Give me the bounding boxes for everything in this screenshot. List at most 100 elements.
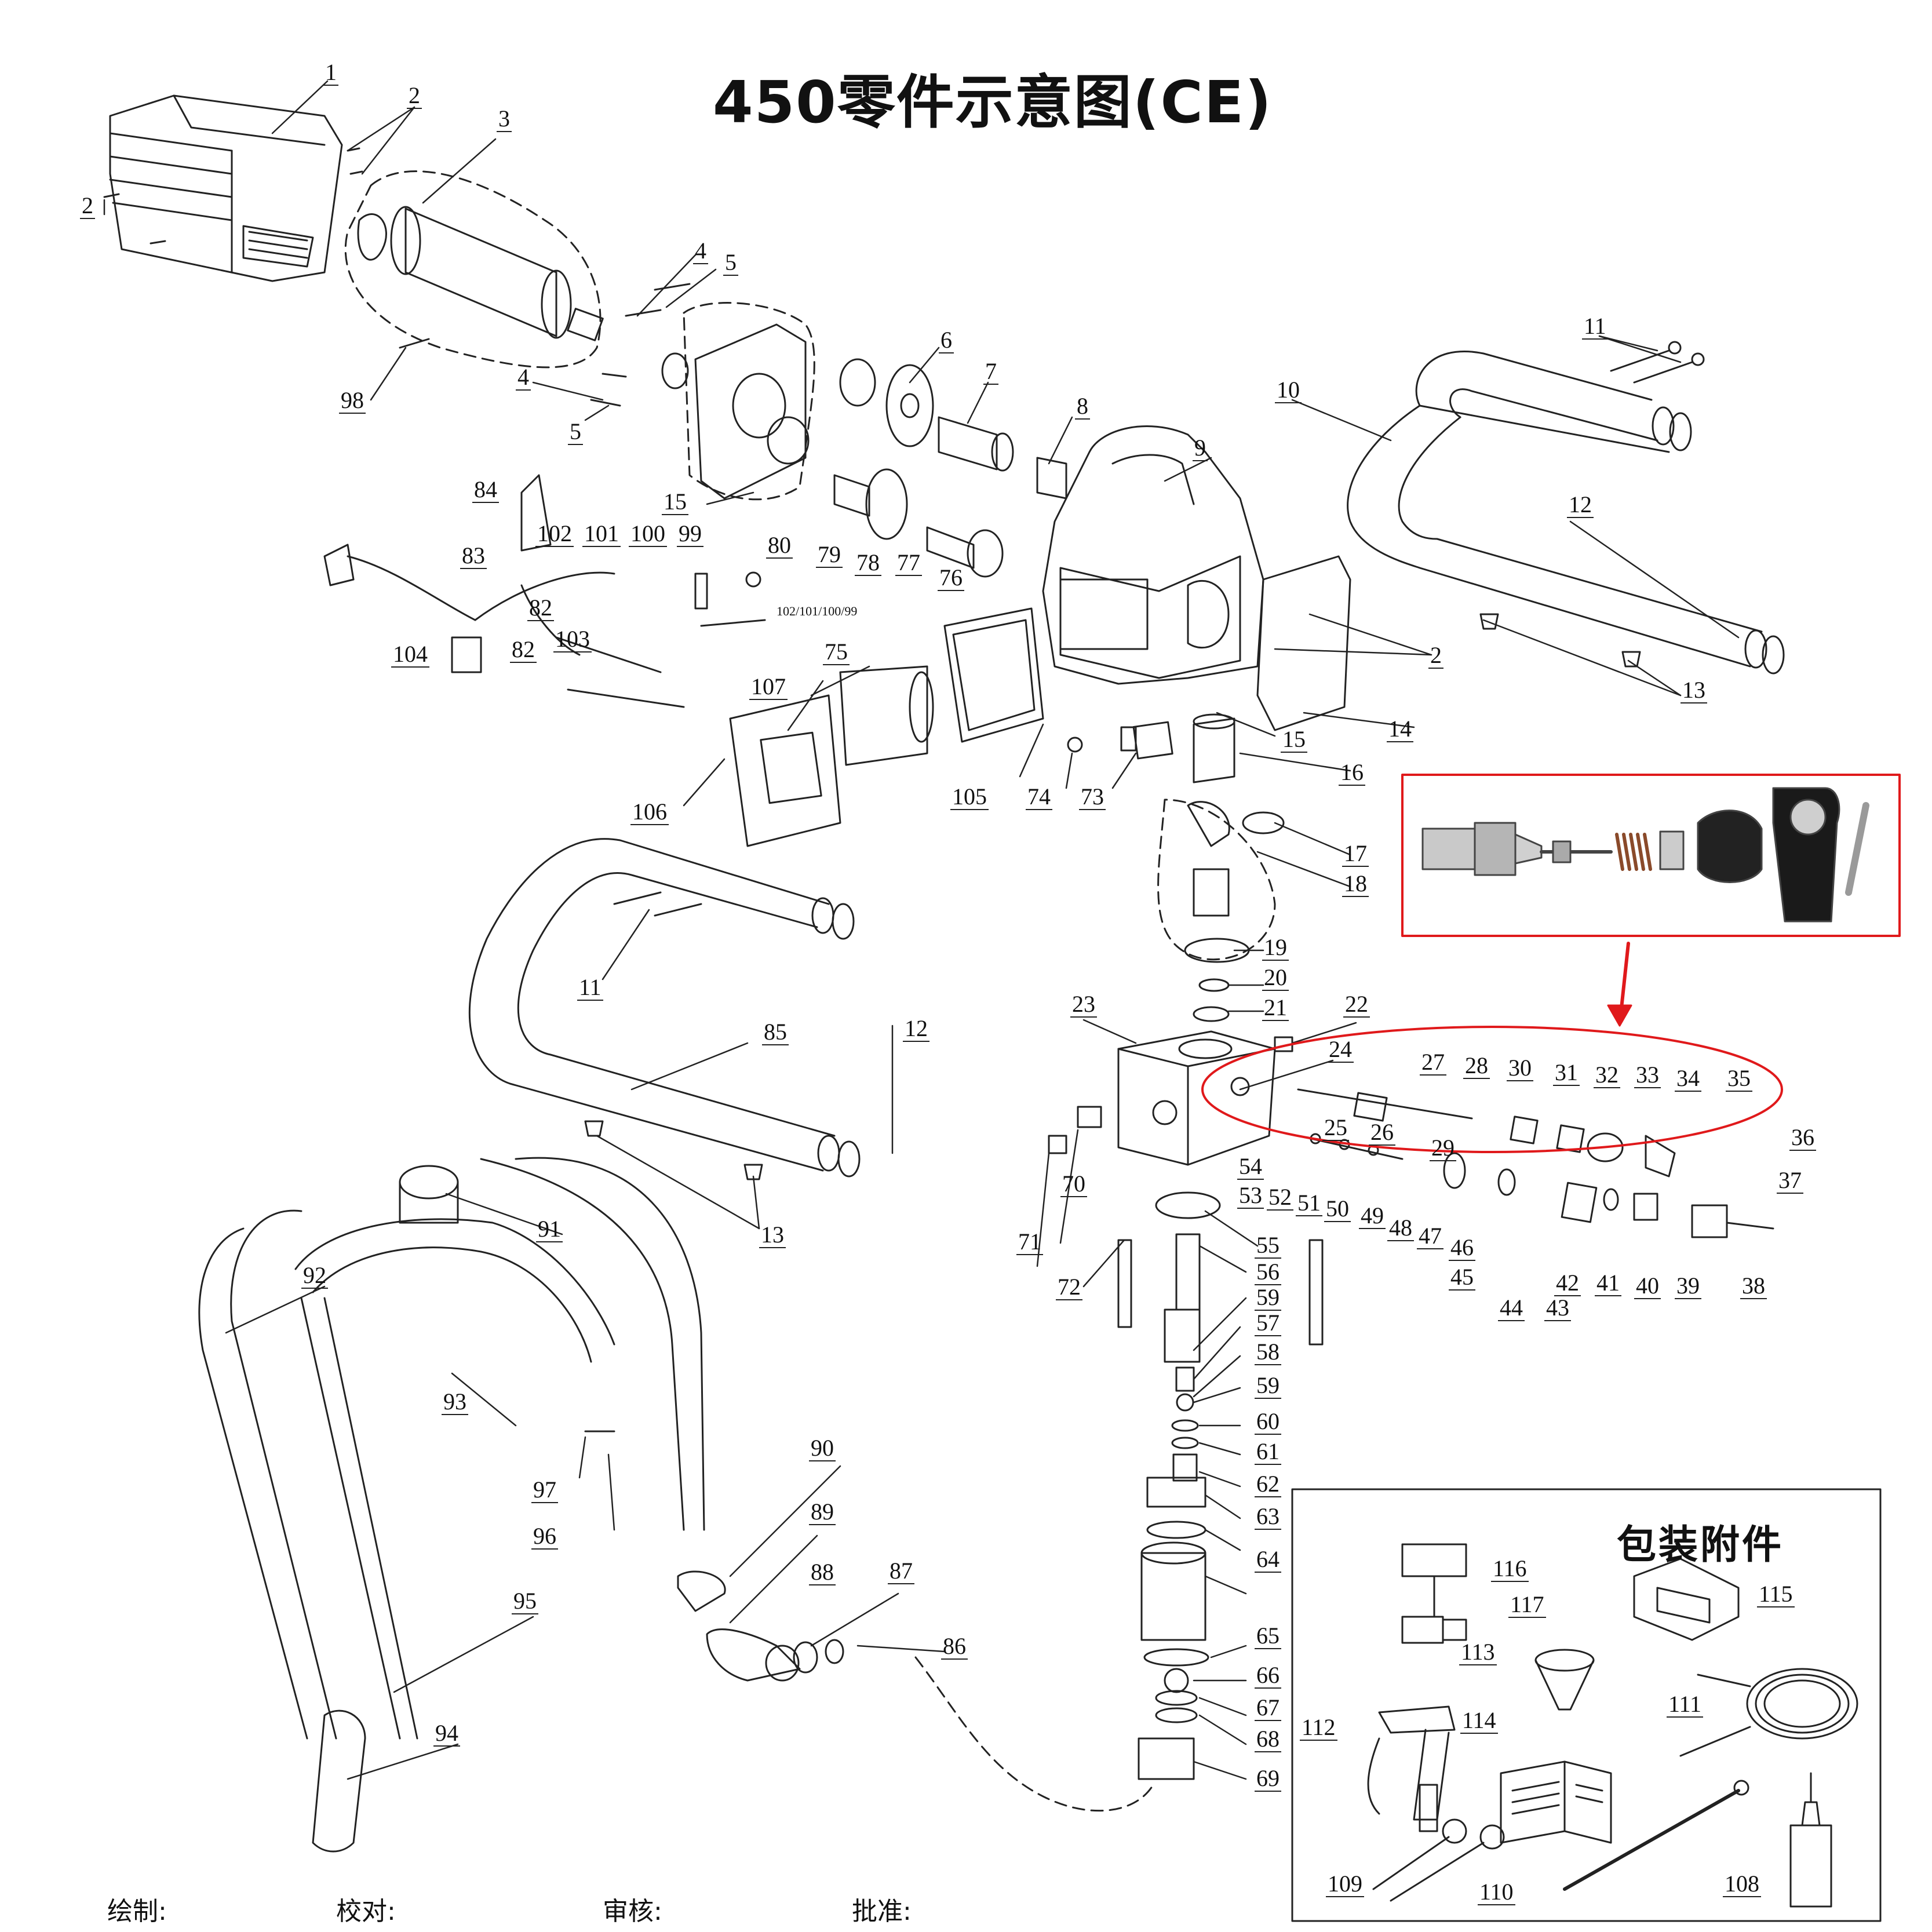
part-callout: 47 [1417, 1224, 1443, 1249]
part-callout: 39 [1675, 1274, 1701, 1299]
part-callout: 59 [1255, 1373, 1281, 1399]
part-callout: 90 [809, 1436, 836, 1461]
part-callout: 51 [1296, 1191, 1322, 1216]
part-callout: 60 [1255, 1409, 1281, 1435]
accessories-title: 包装附件 [1617, 1522, 1784, 1568]
part-callout: 100 [629, 522, 667, 547]
part-callout: 36 [1789, 1125, 1816, 1151]
part-callout: 114 [1460, 1708, 1498, 1734]
part-callout: 35 [1726, 1066, 1752, 1092]
part-callout: 18 [1342, 872, 1369, 897]
drawn-by-label: 绘制: [107, 1897, 167, 1926]
part-callout: 1 [323, 60, 338, 86]
suction-hose-parts [480, 1157, 1154, 1812]
part-callout: 40 [1634, 1274, 1661, 1299]
part-callout: 83 [460, 544, 487, 569]
part-callout: 53 [1237, 1183, 1264, 1209]
part-callout: 62 [1255, 1472, 1281, 1497]
part-callout: 55 [1255, 1233, 1281, 1259]
part-callout: 63 [1255, 1504, 1281, 1530]
part-callout: 72 [1056, 1275, 1082, 1300]
part-callout: 97 [531, 1478, 558, 1503]
part-callout: 61 [1255, 1439, 1281, 1465]
part-callout: 73 [1079, 785, 1106, 810]
part-callout: 4 [516, 365, 531, 391]
part-callout: 110 [1478, 1880, 1515, 1905]
part-callout: 58 [1255, 1340, 1281, 1365]
part-callout: 11 [577, 975, 603, 1001]
part-callout: 48 [1387, 1216, 1414, 1241]
part-callout: 30 [1507, 1056, 1533, 1081]
part-callout: 77 [895, 551, 922, 576]
part-callout: 104 [391, 642, 429, 668]
part-callout: 34 [1675, 1066, 1701, 1092]
part-callout: 87 [888, 1559, 914, 1584]
part-callout: 45 [1449, 1265, 1475, 1291]
part-callout: 69 [1255, 1766, 1281, 1792]
part-callout: 22 [1343, 992, 1370, 1018]
part-callout: 9 [1193, 436, 1208, 461]
part-callout: 101 [582, 522, 621, 547]
screw-parts [103, 147, 363, 245]
part-callout: 117 [1508, 1592, 1546, 1618]
part-callout: 107 [749, 675, 788, 700]
part-callout: 106 [630, 800, 669, 825]
part-callout: 42 [1554, 1271, 1581, 1296]
accessories-panel [1291, 1488, 1882, 1922]
part-callout: 111 [1667, 1692, 1704, 1718]
part-callout: 67 [1255, 1696, 1281, 1721]
part-callout: 19 [1262, 935, 1289, 961]
part-callout: 93 [442, 1390, 468, 1415]
checked-by-label: 校对: [336, 1897, 396, 1926]
part-callout: 4 [693, 239, 708, 264]
part-callout: 26 [1369, 1120, 1395, 1146]
reviewed-by-label: 审核: [603, 1897, 662, 1926]
part-callout: 31 [1553, 1060, 1580, 1086]
part-callout: 16 [1339, 760, 1365, 786]
part-callout: 76 [938, 566, 964, 591]
part-callout: 99 [677, 522, 703, 547]
control-box-parts [729, 607, 1044, 847]
part-callout: 25 [1322, 1116, 1349, 1141]
part-callout: 68 [1255, 1727, 1281, 1752]
part-callout: 102 [535, 522, 574, 547]
part-callout: 66 [1255, 1663, 1281, 1689]
leader-lines [103, 80, 1740, 1780]
part-callout: 84 [472, 477, 499, 503]
part-callout: 105 [950, 785, 989, 810]
part-callout: 82 [527, 596, 554, 621]
part-callout: 74 [1026, 785, 1052, 810]
part-callout: 116 [1491, 1556, 1529, 1582]
part-callout: 56 [1255, 1260, 1281, 1285]
part-callout: 13 [1681, 678, 1707, 703]
part-callout: 88 [809, 1560, 836, 1585]
part-callout: 12 [1567, 493, 1594, 518]
part-callout: 5 [723, 250, 738, 276]
sub-part-note: 102/101/100/99 [777, 604, 858, 618]
part-callout: 38 [1740, 1274, 1767, 1299]
part-callout: 50 [1324, 1197, 1351, 1222]
pump-block-part [1048, 1030, 1293, 1166]
part-callout: 24 [1327, 1037, 1354, 1063]
part-callout: 109 [1326, 1872, 1364, 1897]
part-callout: 52 [1267, 1185, 1293, 1211]
valve-assembly-photo [1421, 787, 1869, 923]
part-callout: 78 [855, 551, 881, 576]
part-callout: 12 [903, 1016, 929, 1042]
part-callout: 8 [1075, 394, 1090, 420]
part-callout: 17 [1342, 841, 1369, 867]
part-callout: 43 [1544, 1296, 1571, 1321]
part-callout: 33 [1634, 1063, 1661, 1088]
part-callout: 14 [1387, 717, 1413, 742]
part-callout: 11 [1582, 314, 1608, 340]
part-callout: 95 [512, 1589, 538, 1614]
part-callout: 21 [1262, 996, 1289, 1021]
part-callout: 103 [553, 627, 592, 652]
part-callout: 32 [1594, 1063, 1620, 1088]
part-callout: 89 [809, 1500, 836, 1525]
part-callout: 3 [497, 107, 512, 132]
part-callout: 91 [536, 1217, 563, 1242]
part-callout: 2 [1428, 643, 1443, 669]
part-callout: 27 [1420, 1050, 1446, 1076]
